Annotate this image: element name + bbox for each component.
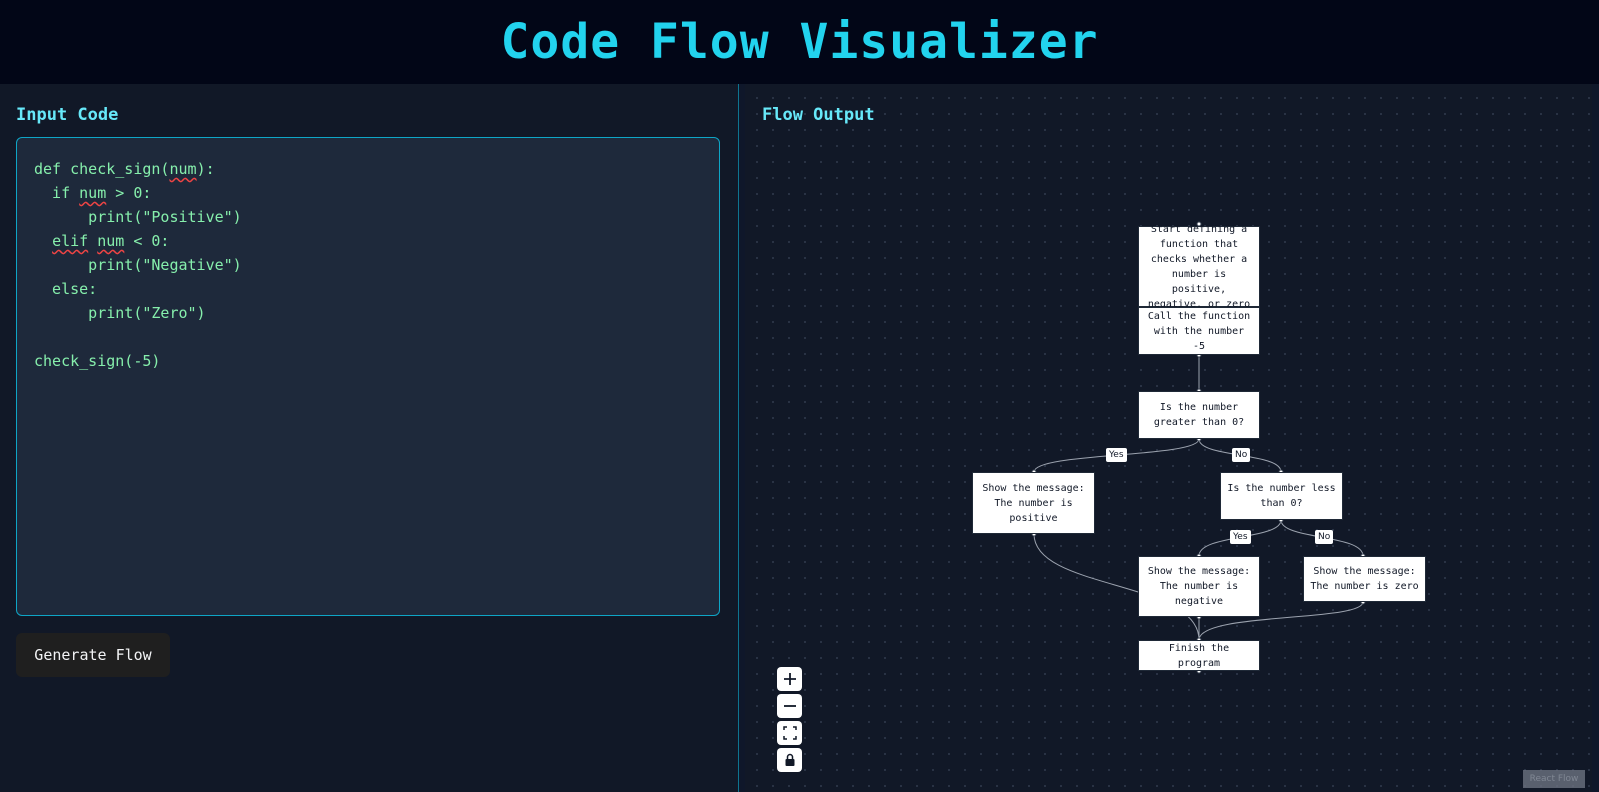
panel-divider[interactable] (738, 84, 739, 792)
scrollbar[interactable] (1592, 84, 1599, 792)
flow-node-check-negative[interactable]: Is the number less than 0? (1220, 472, 1343, 520)
zoom-out-button[interactable] (777, 694, 802, 718)
fit-view-button[interactable] (777, 721, 802, 745)
flow-node-check-positive[interactable]: Is the number greater than 0? (1138, 391, 1260, 439)
lock-button[interactable] (777, 748, 802, 772)
zoom-in-button[interactable] (777, 667, 802, 691)
edge-label-yes: Yes (1106, 448, 1127, 462)
edge-zero-finish (1198, 601, 1364, 641)
panel-gap (739, 84, 745, 792)
plus-icon (783, 673, 796, 685)
flow-node-show-negative[interactable]: Show the message: The number is negative (1138, 556, 1260, 617)
edge-label-no: No (1232, 448, 1251, 462)
generate-flow-button[interactable]: Generate Flow (16, 633, 170, 677)
edge-positive-finish (1033, 533, 1200, 641)
input-panel-title: Input Code (16, 105, 119, 125)
flow-node-start[interactable]: Start defining a function that checks wh… (1138, 224, 1260, 310)
app-header: Code Flow Visualizer (0, 0, 1599, 84)
code-line: print("Positive") (34, 208, 242, 226)
lock-icon (785, 753, 794, 766)
code-line: else: (34, 280, 98, 298)
edge-label-yes: Yes (1230, 530, 1251, 544)
flow-node-finish[interactable]: Finish the program (1138, 640, 1260, 671)
code-editor[interactable]: def check_sign(num): if num > 0: print("… (16, 137, 720, 616)
flow-node-show-zero[interactable]: Show the message: The number is zero (1303, 556, 1426, 602)
react-flow-attribution[interactable]: React Flow (1523, 770, 1585, 788)
code-line: if num > 0: (34, 184, 152, 202)
app-title: Code Flow Visualizer (500, 14, 1099, 70)
fit-view-icon (782, 726, 797, 740)
edge-label-no: No (1315, 530, 1334, 544)
flow-node-show-positive[interactable]: Show the message: The number is positive (972, 472, 1095, 534)
code-line: check_sign(-5) (34, 352, 161, 370)
flow-output-title: Flow Output (762, 105, 875, 125)
minus-icon (783, 705, 796, 707)
code-line: elif num < 0: (52, 232, 170, 250)
code-line: print("Zero") (34, 304, 206, 322)
code-line: print("Negative") (34, 256, 242, 274)
code-line: def check_sign(num): (34, 160, 215, 178)
flow-node-call[interactable]: Call the function with the number -5 (1138, 307, 1260, 355)
